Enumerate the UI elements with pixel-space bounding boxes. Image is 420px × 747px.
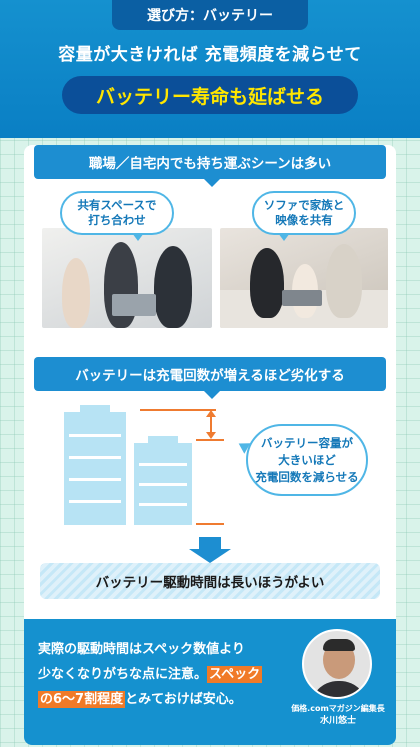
- note-highlight: スペック: [207, 666, 263, 683]
- bubble-line: 充電回数を減らせる: [255, 469, 359, 484]
- person-figure: [154, 246, 192, 328]
- capacity-speech-bubble: バッテリー容量が 大きいほど 充電回数を減らせる: [246, 424, 368, 496]
- headline: 容量が大きければ 充電頻度を減らせて: [58, 45, 362, 65]
- difference-arrow: [210, 416, 212, 433]
- large-battery-icon: [64, 405, 126, 525]
- family-sofa-photo: [220, 228, 388, 328]
- section-title-degradation: バッテリーは充電回数が増えるほど劣化する: [34, 357, 386, 399]
- person-figure: [62, 258, 90, 328]
- author-title: 価格.comマガジン編集長: [291, 704, 385, 713]
- bubble-line: 共有スペースで: [77, 198, 157, 212]
- down-arrow-icon: [189, 537, 231, 563]
- editor-note: 実際の駆動時間はスペック数値より 少なくなりがちな点に注意。スペック の6〜7割…: [24, 619, 396, 745]
- headline-highlight: バッテリー寿命も延ばせる: [62, 76, 358, 114]
- conclusion-box: バッテリー駆動時間は長いほうがよい: [40, 563, 380, 599]
- category-tag: 選び方：バッテリー: [112, 0, 308, 30]
- hero-header: 選び方：バッテリー 容量が大きければ 充電頻度を減らせて バッテリー寿命も延ばせ…: [0, 0, 420, 138]
- bubble-line: バッテリー容量が: [261, 435, 353, 450]
- note-line: 実際の駆動時間はスペック数値より: [38, 642, 245, 657]
- author-avatar: [302, 629, 372, 699]
- laptop-shape: [112, 294, 156, 316]
- laptop-shape: [282, 290, 322, 306]
- note-text: 実際の駆動時間はスペック数値より 少なくなりがちな点に注意。スペック の6〜7割…: [38, 637, 290, 712]
- bubble-line: 打ち合わせ: [88, 213, 146, 227]
- note-highlight: の6〜7割程度: [38, 691, 126, 708]
- speech-bubble-meeting: 共有スペースで 打ち合わせ: [60, 191, 174, 241]
- speech-bubble-sofa: ソファで家族と 映像を共有: [252, 191, 356, 241]
- note-line: 少なくなりがちな点に注意。スペック: [38, 666, 263, 683]
- small-battery-icon: [134, 436, 192, 525]
- capacity-bottom-line: [196, 523, 224, 525]
- author-name: 水川悠士: [319, 716, 356, 726]
- section-title-usage: 職場／自宅内でも持ち運ぶシーンは多い: [34, 145, 386, 187]
- note-line: の6〜7割程度とみておけば安心。: [38, 691, 242, 708]
- person-figure: [326, 244, 362, 318]
- capacity-mid-line: [196, 439, 224, 441]
- bubble-line: 大きいほど: [278, 452, 336, 467]
- office-meeting-photo: [42, 228, 212, 328]
- bubble-line: ソファで家族と: [263, 198, 345, 212]
- bubble-line: 映像を共有: [275, 213, 333, 227]
- content-card: 職場／自宅内でも持ち運ぶシーンは多い 共有スペースで 打ち合わせ ソファで家族と…: [24, 145, 396, 745]
- arrow-up-icon: [206, 410, 216, 417]
- author-info: 価格.comマガジン編集長 水川悠士: [286, 703, 390, 727]
- person-figure: [250, 248, 284, 318]
- arrow-down-icon: [206, 432, 216, 439]
- capacity-top-line: [140, 409, 216, 411]
- battery-illustration: バッテリー容量が 大きいほど 充電回数を減らせる: [24, 397, 396, 547]
